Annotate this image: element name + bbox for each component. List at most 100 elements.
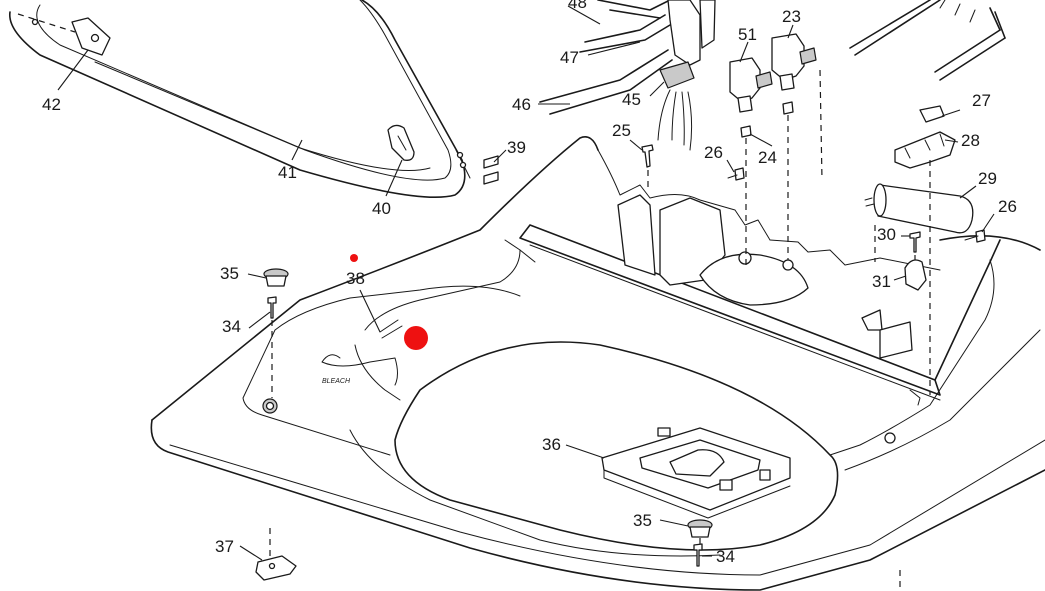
lid-inner-edge — [36, 0, 452, 181]
plug-35a-body — [265, 275, 287, 287]
callout-38: 38 — [346, 269, 365, 288]
callout-36: 36 — [542, 435, 561, 454]
leader-35a — [247, 273, 267, 279]
callout-37: 37 — [215, 537, 234, 556]
switch-27 — [919, 105, 945, 123]
callout-39: 39 — [507, 138, 526, 157]
mount-hole-right — [884, 432, 896, 444]
washer-top-panel: BLEACH — [150, 136, 1045, 591]
harness-bar-4 — [934, 29, 1001, 73]
wire-2 — [671, 91, 677, 141]
harness-bar-3 — [939, 37, 1006, 81]
console-back-right — [769, 239, 941, 271]
leader-29 — [959, 185, 977, 199]
lid-hinge-hole — [456, 151, 464, 159]
handle-slot — [397, 135, 407, 151]
callout-26b: 26 — [998, 197, 1017, 216]
capacitor-terminals — [864, 197, 875, 207]
tub-clip-tab — [759, 469, 771, 481]
cabinet-inner-basin — [242, 285, 521, 456]
callout-30: 30 — [877, 225, 896, 244]
lid-outer-edge — [9, 0, 466, 199]
lid-assembly — [9, 0, 471, 199]
hose-connector — [699, 0, 716, 49]
leader-45 — [649, 81, 665, 97]
callout-45: 45 — [622, 90, 641, 109]
leader-40 — [385, 159, 403, 197]
callout-27: 27 — [972, 91, 991, 110]
valve-51-stem — [737, 95, 753, 113]
nut-24a — [740, 125, 752, 138]
bracket-hole — [90, 33, 100, 43]
fasteners — [267, 144, 986, 567]
tub-clip-tab — [657, 427, 671, 437]
callout-34a: 34 — [222, 317, 241, 336]
leader-lines — [57, 5, 995, 561]
valve-23 — [771, 33, 805, 81]
callout-51: 51 — [738, 25, 757, 44]
screw-25 — [641, 144, 654, 168]
leader-37 — [239, 545, 263, 561]
harness-bar-2 — [849, 0, 931, 49]
valve-51 — [729, 57, 761, 103]
tub-clip-channel — [669, 449, 725, 477]
wire-4 — [687, 91, 693, 151]
wire-harness-bracket — [849, 0, 1006, 81]
leader-25 — [629, 139, 643, 151]
console-enclosure — [519, 149, 1001, 406]
electrical-parts — [864, 105, 974, 395]
cabinet-back-right — [939, 234, 1041, 251]
leader-35b — [659, 519, 689, 527]
callout-26a: 26 — [704, 143, 723, 162]
screw-30 — [909, 231, 921, 253]
lid-pin — [31, 18, 39, 26]
leader-23 — [787, 24, 794, 39]
hose-47-edge — [579, 24, 671, 53]
tub-opening — [394, 341, 839, 551]
callout-42: 42 — [42, 95, 61, 114]
leader-47 — [587, 41, 641, 56]
lid-glass-edge — [94, 61, 431, 171]
cabinet-top-edge — [151, 136, 599, 421]
wire-3 — [681, 91, 685, 146]
plug-35b-body — [689, 526, 711, 538]
hoses — [539, 0, 716, 151]
bleach-arrow — [321, 354, 398, 386]
harness-end — [989, 7, 1006, 39]
bleach-slot-lower — [381, 325, 403, 339]
capacitor-29 — [877, 184, 974, 234]
boss-hole — [782, 259, 794, 271]
callout-labels: 48 47 46 45 51 23 24 25 26 27 28 29 26 3… — [42, 0, 1017, 566]
callout-47: 47 — [560, 48, 579, 67]
harness-bar-1 — [854, 0, 941, 56]
callout-24: 24 — [758, 148, 777, 167]
hose-46-edge — [549, 59, 673, 115]
capacitor-end — [873, 183, 887, 217]
lid-hinge-hole — [459, 161, 467, 169]
lid-switch-ribs — [904, 133, 945, 159]
screw-26b — [975, 229, 986, 243]
callout-31: 31 — [872, 272, 891, 291]
wire-clip-45 — [659, 61, 695, 89]
valve-23-stem — [779, 73, 795, 91]
leader-24 — [749, 133, 773, 147]
leader-48 — [567, 5, 601, 25]
valve-51-port — [755, 71, 773, 89]
console-right-wall — [934, 239, 1001, 381]
console-corner — [909, 389, 921, 406]
leader-27 — [941, 109, 961, 117]
leader-36 — [565, 444, 605, 459]
leader-39 — [493, 149, 507, 163]
basin-right-wall — [829, 259, 995, 456]
mount-hole-left-inner — [265, 401, 275, 411]
bracket-dash — [17, 13, 76, 33]
callout-35a: 35 — [220, 264, 239, 283]
screw-34b — [693, 543, 703, 567]
boss-hole — [738, 251, 752, 265]
red-marker-dot-small — [350, 254, 358, 262]
water-valves — [729, 33, 823, 265]
leader-28 — [944, 139, 959, 143]
lid-handle-40 — [387, 124, 415, 161]
